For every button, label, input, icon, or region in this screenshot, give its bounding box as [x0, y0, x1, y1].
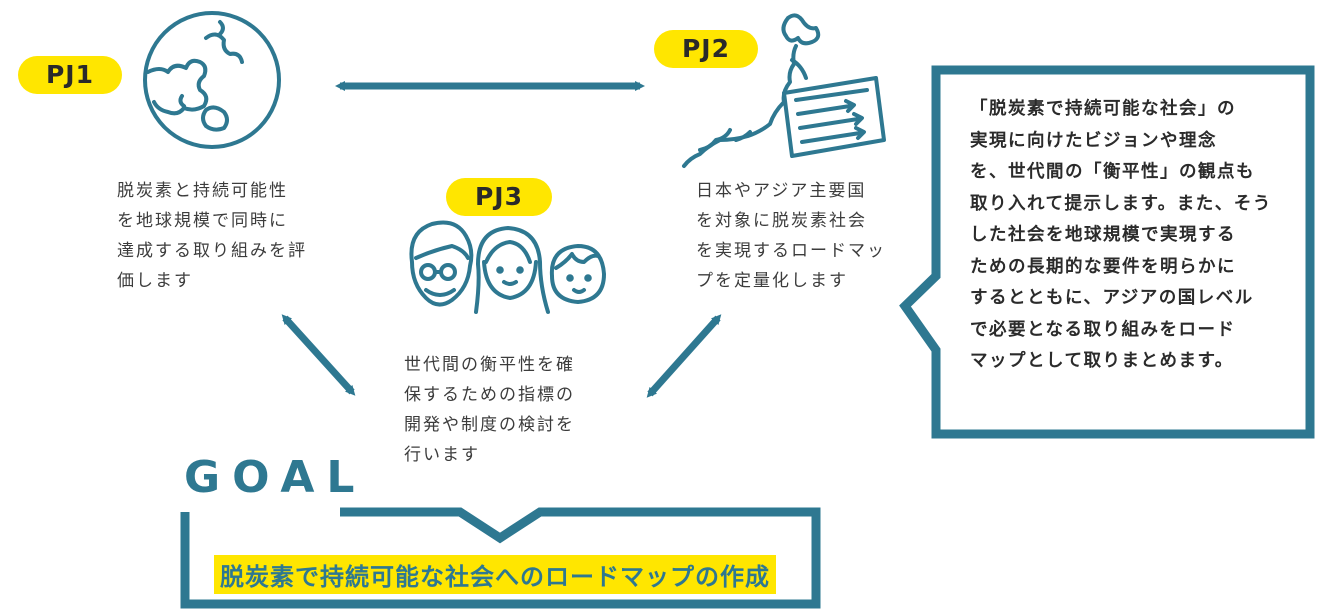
japan-map-icon	[682, 13, 821, 168]
pj1-description: 脱炭素と持続可能性 を地球規模で同時に 達成する取り組みを評 価します	[117, 181, 307, 291]
goal-title: GOAL	[184, 452, 367, 503]
arrow-pj2-goal	[646, 314, 722, 398]
callout-frame	[899, 65, 1315, 439]
globe-icon	[143, 11, 281, 149]
goal-text: 脱炭素で持続可能な社会へのロードマップの作成	[214, 555, 776, 594]
goal-frame	[180, 507, 821, 609]
pj2-description: 日本やアジア主要国 を対象に脱炭素社会 を実現するロードマッ プを定量化します	[696, 181, 886, 291]
arrow-pj1-goal	[281, 314, 356, 396]
pj1-badge: PJ1	[18, 56, 122, 94]
people-icon	[409, 220, 606, 314]
roadmap-chart-icon	[782, 76, 886, 158]
pj3-badge: PJ3	[446, 178, 552, 216]
pj3-description: 世代間の衡平性を確 保するための指標の 開発や制度の検討を 行います	[404, 355, 575, 465]
pj2-badge: PJ2	[654, 30, 758, 68]
callout-text: 「脱炭素で持続可能な社会」の 実現に向けたビジョンや理念 を、世代間の「衡平性」…	[970, 99, 1272, 371]
